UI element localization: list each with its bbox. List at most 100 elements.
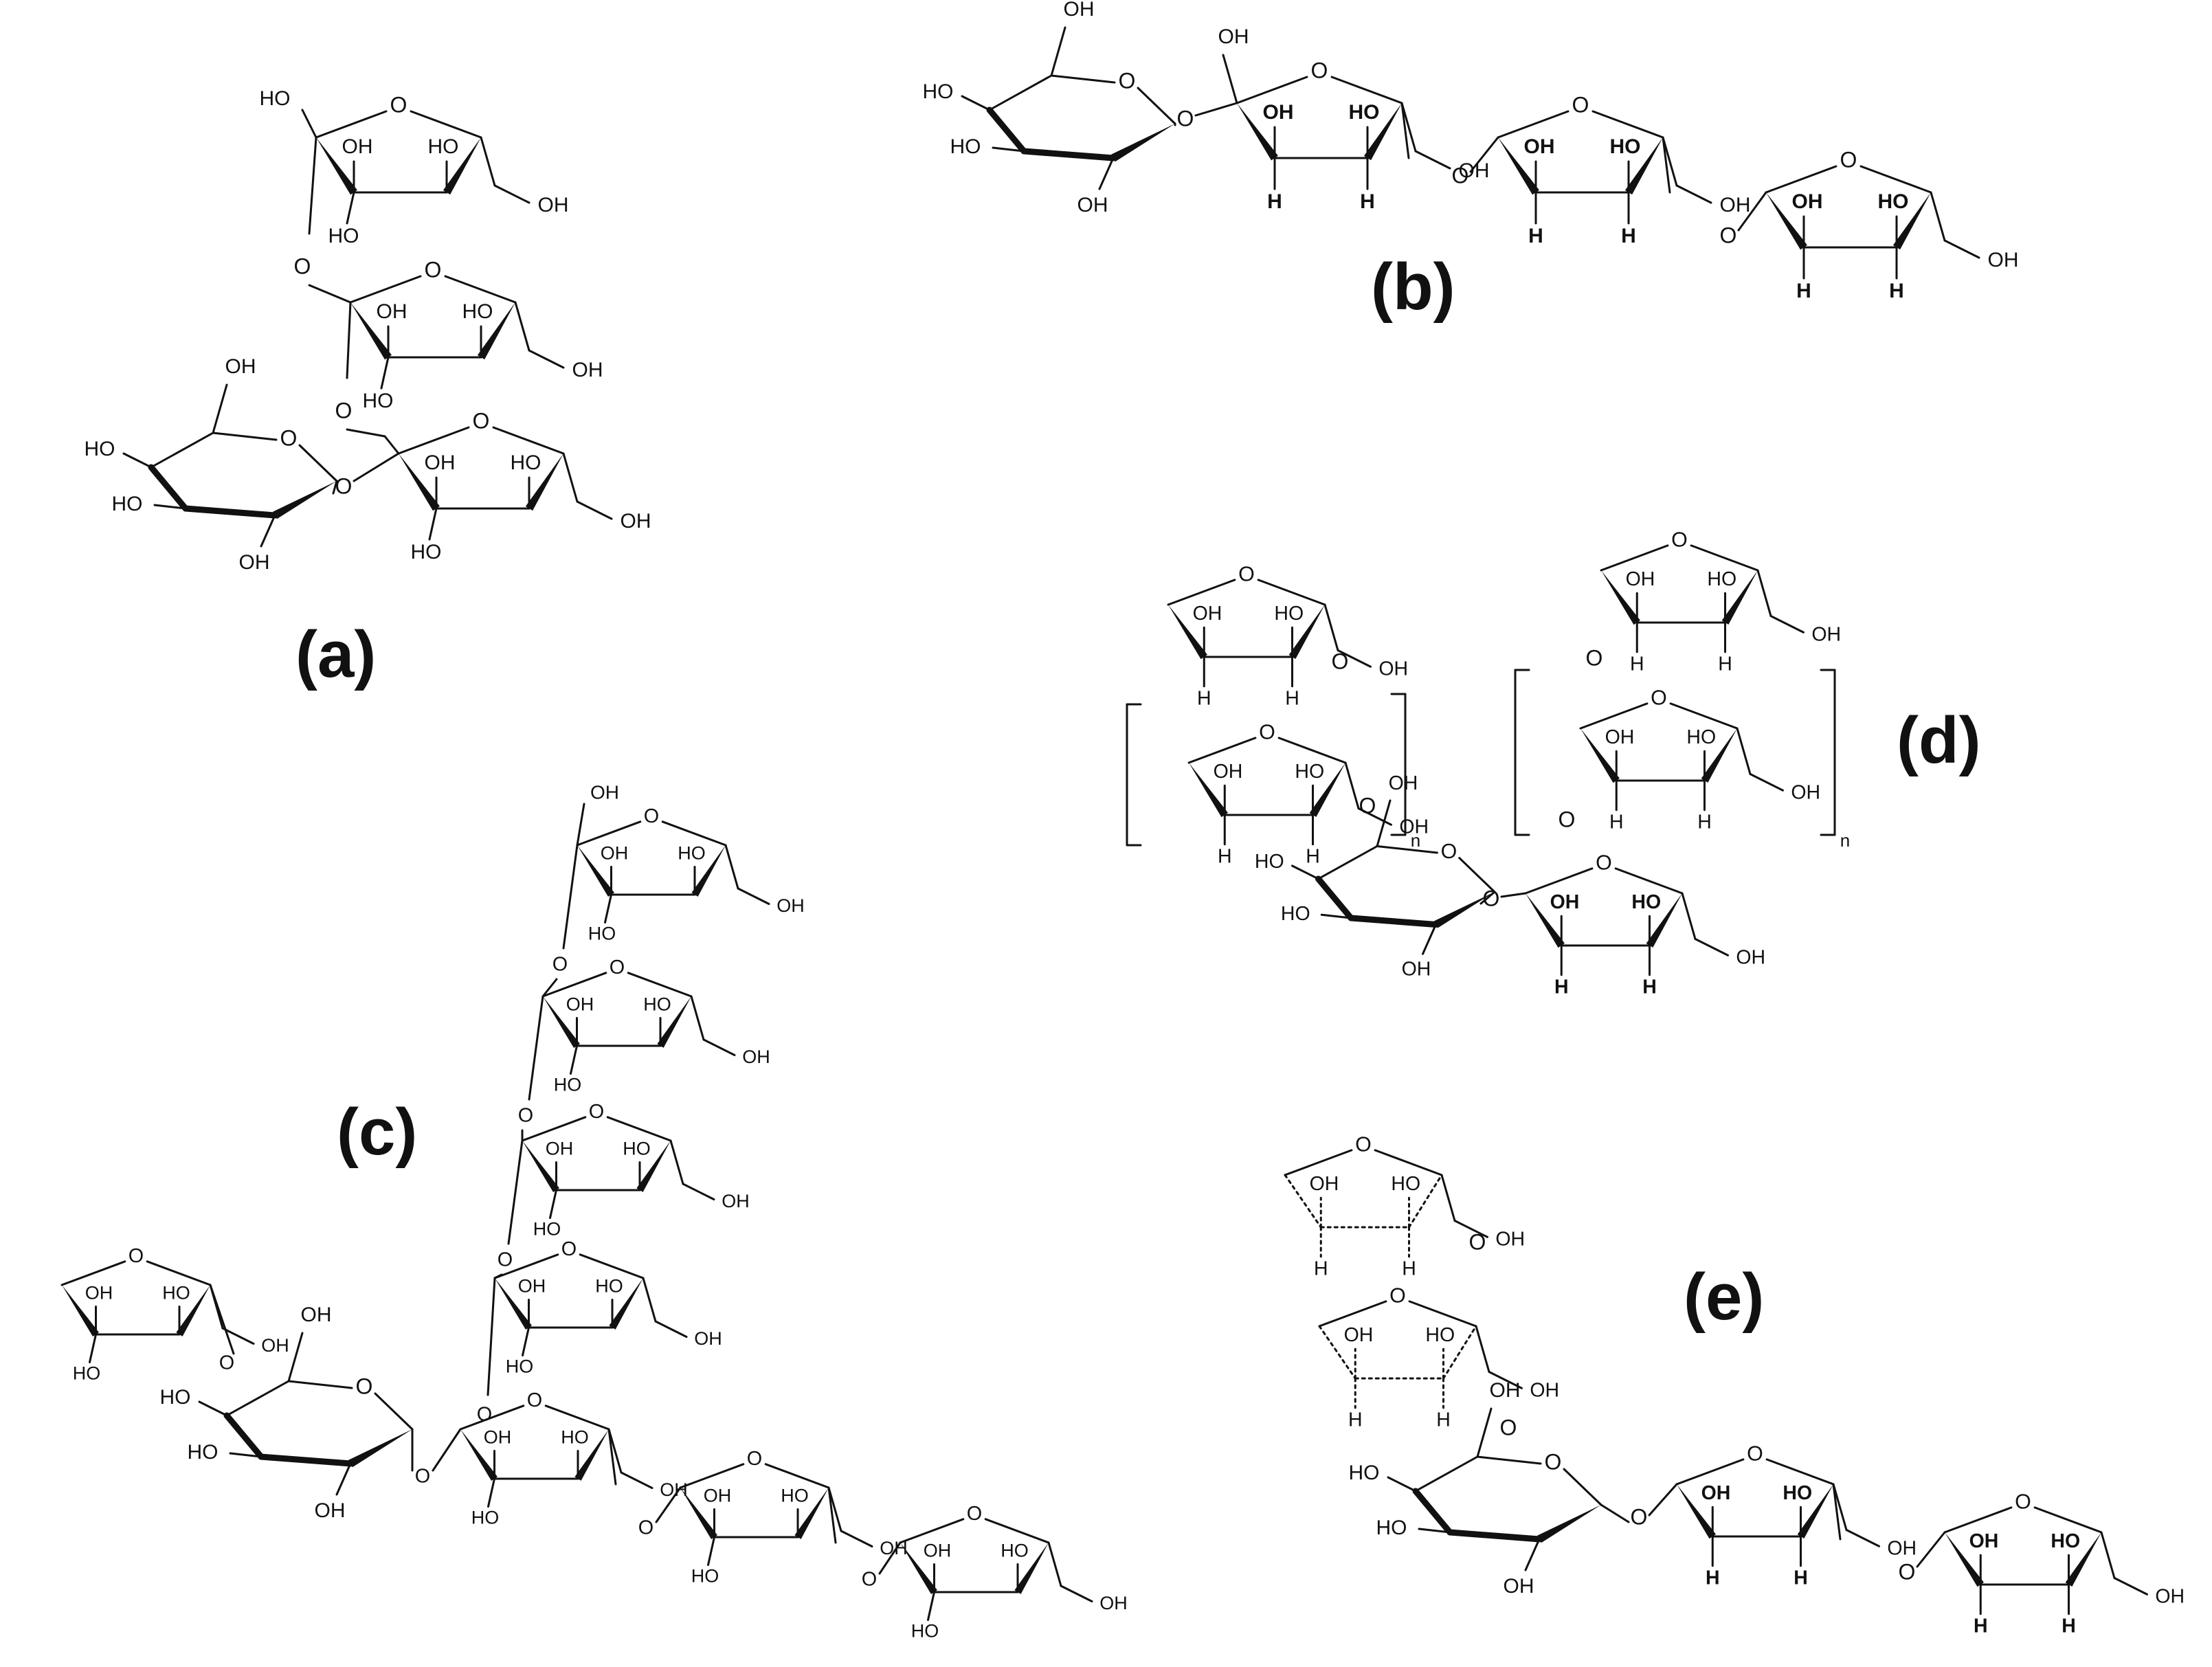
- atom-label-oh: OH: [1530, 1380, 1559, 1402]
- atom-label-oh: OH: [742, 1047, 770, 1067]
- ring-bond: [521, 1116, 587, 1142]
- bond: [1488, 1371, 1523, 1389]
- wedge-bond: [1677, 1484, 1716, 1539]
- atom-label-oh: OH: [1720, 194, 1751, 216]
- bond: [383, 435, 400, 455]
- ring-bond: [1257, 579, 1326, 606]
- ring-bond: [444, 275, 517, 304]
- bond: [1749, 773, 1784, 792]
- atom-label-ho: HO: [1707, 568, 1736, 590]
- ring-bond: [1236, 76, 1308, 104]
- bond: [1943, 239, 1980, 259]
- atom-label-oh: OH: [1969, 1530, 1999, 1552]
- wedge-bond: [176, 1285, 210, 1336]
- wedge-bond: [1526, 893, 1565, 948]
- glycosidic-oxygen-label: O: [552, 954, 568, 976]
- bond: [541, 978, 558, 998]
- bond: [487, 1277, 496, 1396]
- bond: [827, 1486, 842, 1532]
- ring-oxygen-label: O: [1238, 562, 1255, 585]
- atom-label-ho: HO: [1295, 761, 1324, 783]
- wedge-bond: [543, 996, 580, 1049]
- glycosidic-oxygen-label: O: [1469, 1229, 1486, 1254]
- bond: [607, 1428, 617, 1486]
- bond: [1387, 1476, 1417, 1492]
- ring-bond: [1943, 1506, 2013, 1534]
- pyranose-bond: [986, 107, 1027, 155]
- bond: [380, 356, 390, 390]
- glycosidic-oxygen-label: O: [1720, 223, 1737, 247]
- bond: [428, 507, 438, 541]
- bond: [642, 1277, 657, 1323]
- atom-label-h: H: [1796, 280, 1811, 302]
- bond: [604, 893, 612, 924]
- bond: [122, 452, 153, 469]
- atom-label-oh: OH: [1504, 1575, 1534, 1598]
- bond: [528, 349, 565, 369]
- atom-label-ho: HO: [428, 135, 459, 158]
- wedge-bond: [609, 1278, 643, 1330]
- bond: [1475, 1325, 1490, 1373]
- panel-label-d: (d): [1897, 704, 1981, 777]
- ring-bond: [576, 820, 642, 847]
- wedge-bond: [1580, 728, 1620, 783]
- atom-label-oh: OH: [425, 451, 456, 474]
- wedge-bond: [495, 1278, 532, 1330]
- wedge-bond: [273, 481, 337, 519]
- bond: [507, 1139, 524, 1245]
- ring-oxygen-label: O: [390, 92, 407, 117]
- atom-label-oh: OH: [2155, 1586, 2185, 1608]
- glycosidic-oxygen-label: O: [415, 1466, 430, 1488]
- wedge-bond: [443, 137, 481, 195]
- bond: [827, 1486, 837, 1544]
- atom-label-ho: HO: [643, 994, 671, 1015]
- atom-label-h: H: [1609, 811, 1624, 833]
- wedge-bond: [1498, 137, 1539, 195]
- bond: [1769, 615, 1805, 634]
- wedge-bond: [680, 1488, 717, 1540]
- atom-label-h: H: [1267, 190, 1282, 213]
- bond: [654, 1320, 688, 1338]
- bond: [514, 301, 530, 352]
- pyranose-bond: [1476, 1455, 1542, 1465]
- atom-label-h: H: [1218, 845, 1232, 867]
- atom-label-oh: OH: [1736, 947, 1765, 969]
- bond: [1414, 150, 1451, 170]
- atom-label-n: n: [1411, 830, 1420, 851]
- bond: [1500, 892, 1527, 898]
- ring-bond: [1497, 110, 1569, 139]
- bond: [229, 1452, 262, 1458]
- bond: [480, 136, 496, 187]
- pyranose-bond: [1315, 875, 1354, 921]
- atom-label-ho: HO: [1686, 726, 1716, 748]
- bond: [1675, 184, 1712, 204]
- pyranose-bond: [988, 74, 1053, 111]
- atom-label-h: H: [1642, 976, 1657, 998]
- bond: [2113, 1577, 2148, 1596]
- glycosidic-oxygen-label: O: [294, 254, 311, 278]
- bond: [522, 1326, 530, 1356]
- wedge-bond: [477, 302, 515, 360]
- ring-oxygen-label: O: [747, 1448, 762, 1470]
- ring-oxygen-label: O: [1651, 686, 1667, 709]
- wedge-bond: [636, 1141, 671, 1192]
- atom-label-ho: HO: [950, 135, 981, 158]
- pyranose-bond: [1050, 74, 1116, 84]
- bond: [961, 95, 991, 111]
- ring-bond: [1284, 1149, 1353, 1176]
- ring-bond: [1591, 110, 1664, 139]
- ring-bond: [899, 1518, 965, 1544]
- bond: [1337, 649, 1372, 668]
- ring-oxygen-label: O: [644, 805, 659, 827]
- ring-bond: [1765, 165, 1837, 194]
- bond: [707, 1536, 715, 1566]
- wedge-bond: [1237, 103, 1278, 161]
- ring-oxygen-label: O: [1572, 92, 1589, 117]
- bond: [669, 1139, 684, 1185]
- atom-label-oh: OH: [1701, 1482, 1731, 1504]
- bond: [1648, 1483, 1678, 1517]
- atom-label-oh: OH: [315, 1499, 346, 1522]
- bond: [992, 146, 1025, 153]
- bond: [655, 1486, 682, 1523]
